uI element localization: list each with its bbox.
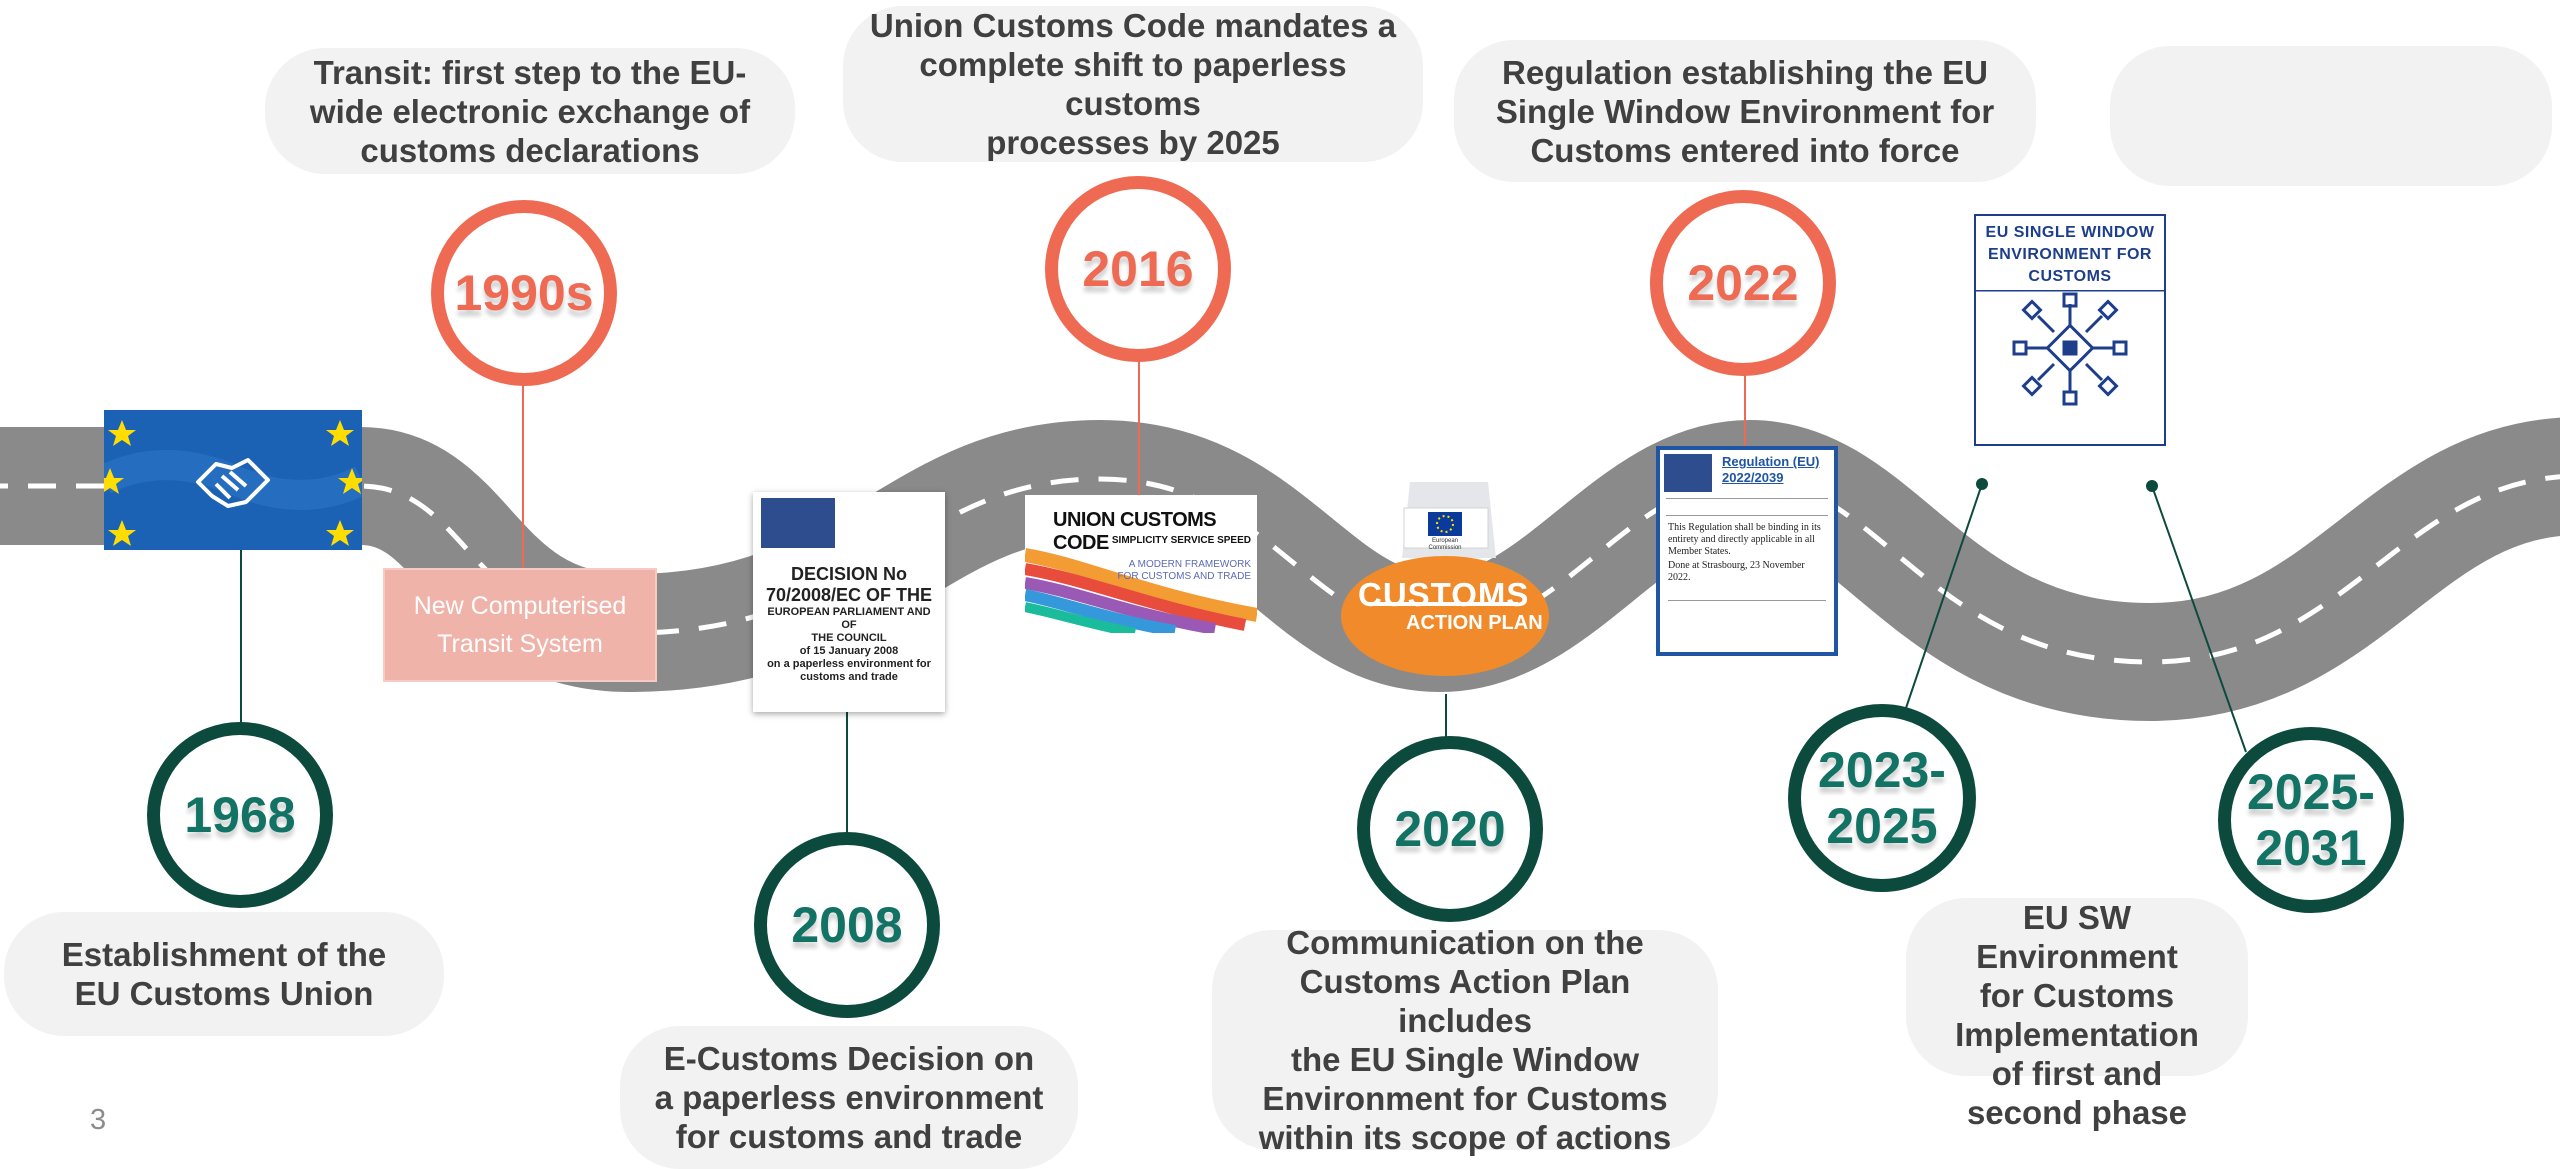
- ucc-subtitle: SIMPLICITY SERVICE SPEED: [1111, 535, 1251, 546]
- regulation-link: Regulation (EU) 2022/2039: [1722, 454, 1820, 485]
- cap-title: CUSTOMS: [1358, 576, 1530, 613]
- page-number: 3: [90, 1104, 107, 1136]
- milestone-text-2020: Communication on the Customs Action Plan…: [1212, 924, 1718, 1156]
- union-customs-code-image: UNION CUSTOMS CODE SIMPLICITY SERVICE SP…: [1025, 495, 1257, 633]
- year-circle-1990s: 1990s: [431, 200, 617, 386]
- handshake-icon: [104, 410, 362, 550]
- customs-action-plan-graphic: [1341, 482, 1549, 676]
- milestone-text-2008: E-Customs Decision on a paperless enviro…: [620, 1026, 1078, 1169]
- eu-single-window-logo: EU SINGLE WINDOW ENVIRONMENT FOR CUSTOMS: [1974, 214, 2166, 446]
- year-circle-2016: 2016: [1045, 176, 1231, 362]
- ucc-description: A MODERN FRAMEWORK FOR CUSTOMS AND TRADE: [1117, 559, 1251, 582]
- regulation-body: This Regulation shall be binding in its …: [1668, 522, 1821, 557]
- milestone-text-1968: Establishment of the EU Customs Union: [4, 912, 444, 1036]
- regulation-done: Done at Strasbourg, 23 November 2022.: [1668, 560, 1805, 583]
- milestone-text-1990s: Transit: first step to the EU- wide elec…: [265, 48, 795, 174]
- ncts-image: New Computerised Transit System: [383, 568, 657, 682]
- decision-document-image: DECISION No 70/2008/EC OF THE EUROPEAN P…: [753, 492, 945, 712]
- reg-signatures: [1668, 600, 1826, 641]
- connector-dot: [1976, 478, 1988, 490]
- year-circle-1968: 1968: [147, 722, 333, 908]
- eu-flag-icon: [1664, 454, 1712, 492]
- milestone-text-2025: [2110, 46, 2552, 186]
- regulation-document-image: Regulation (EU) 2022/2039 This Regulatio…: [1656, 446, 1838, 656]
- decision-title: DECISION No 70/2008/EC OF THE: [765, 564, 933, 605]
- year-circle-2023: 2023- 2025: [1788, 704, 1976, 892]
- milestone-text-2016: Union Customs Code mandates a complete s…: [843, 6, 1423, 162]
- sw-logo-title: EU SINGLE WINDOW ENVIRONMENT FOR CUSTOMS: [1985, 224, 2155, 285]
- ucc-swoosh-graphic: [1025, 548, 1257, 633]
- year-circle-2022: 2022: [1650, 190, 1836, 376]
- network-icon: [1976, 290, 2164, 406]
- connector-dot: [2146, 480, 2158, 492]
- year-circle-2025: 2025- 2031: [2218, 727, 2404, 913]
- reg-header-lines: [1666, 498, 1828, 516]
- ucc-title: UNION CUSTOMS CODE: [1053, 509, 1217, 554]
- connector-2025: [2151, 485, 2247, 753]
- eu-flag-handshake-image: [104, 410, 362, 550]
- decision-body: EUROPEAN PARLIAMENT AND OF THE COUNCIL o…: [767, 606, 931, 683]
- eu-flag-icon: [761, 498, 835, 548]
- milestone-text-2023: EU SW Environment for Customs Implementa…: [1906, 898, 2248, 1131]
- cap-subtitle: ACTION PLAN: [1406, 612, 1543, 634]
- year-circle-2020: 2020: [1357, 736, 1543, 922]
- milestone-text-2022: Regulation establishing the EU Single Wi…: [1454, 40, 2036, 182]
- customs-action-plan-image: European Commission CUSTOMS ACTION PLAN: [1338, 478, 1552, 678]
- year-circle-2008: 2008: [754, 832, 940, 1018]
- connector-2023: [1905, 483, 1983, 709]
- cap-badge: European Commission: [1428, 538, 1462, 551]
